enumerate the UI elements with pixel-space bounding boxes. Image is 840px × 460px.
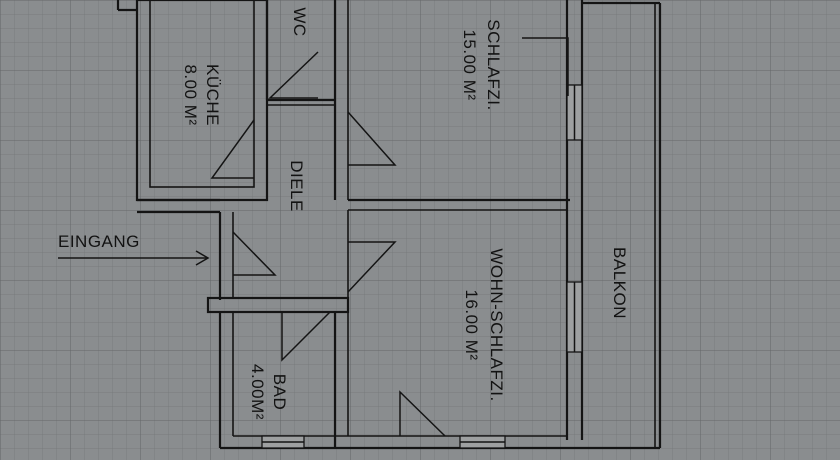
label-schlafzi-name: SCHLAFZI. bbox=[484, 19, 503, 110]
label-diele: DIELE bbox=[287, 160, 306, 212]
windows bbox=[261, 84, 583, 449]
label-wohn-schlafzi-name: WOHN-SCHLAFZI. bbox=[487, 248, 506, 401]
walls bbox=[116, 0, 662, 450]
label-bad-area: 4.00M² bbox=[248, 364, 267, 420]
doors bbox=[210, 37, 569, 437]
label-wohn-schlafzi-area: 16.00 M² bbox=[462, 289, 481, 360]
label-schlafzi-area: 15.00 M² bbox=[460, 29, 479, 100]
label-bad-name: BAD bbox=[270, 374, 289, 410]
entrance-arrow bbox=[58, 250, 210, 266]
label-eingang: EINGANG bbox=[58, 232, 140, 251]
label-balkon: BALKON bbox=[610, 247, 629, 319]
label-kueche-name: KÜCHE bbox=[203, 64, 222, 126]
label-wc: WC bbox=[290, 7, 309, 36]
label-kueche-area: 8.00 M² bbox=[181, 64, 200, 125]
